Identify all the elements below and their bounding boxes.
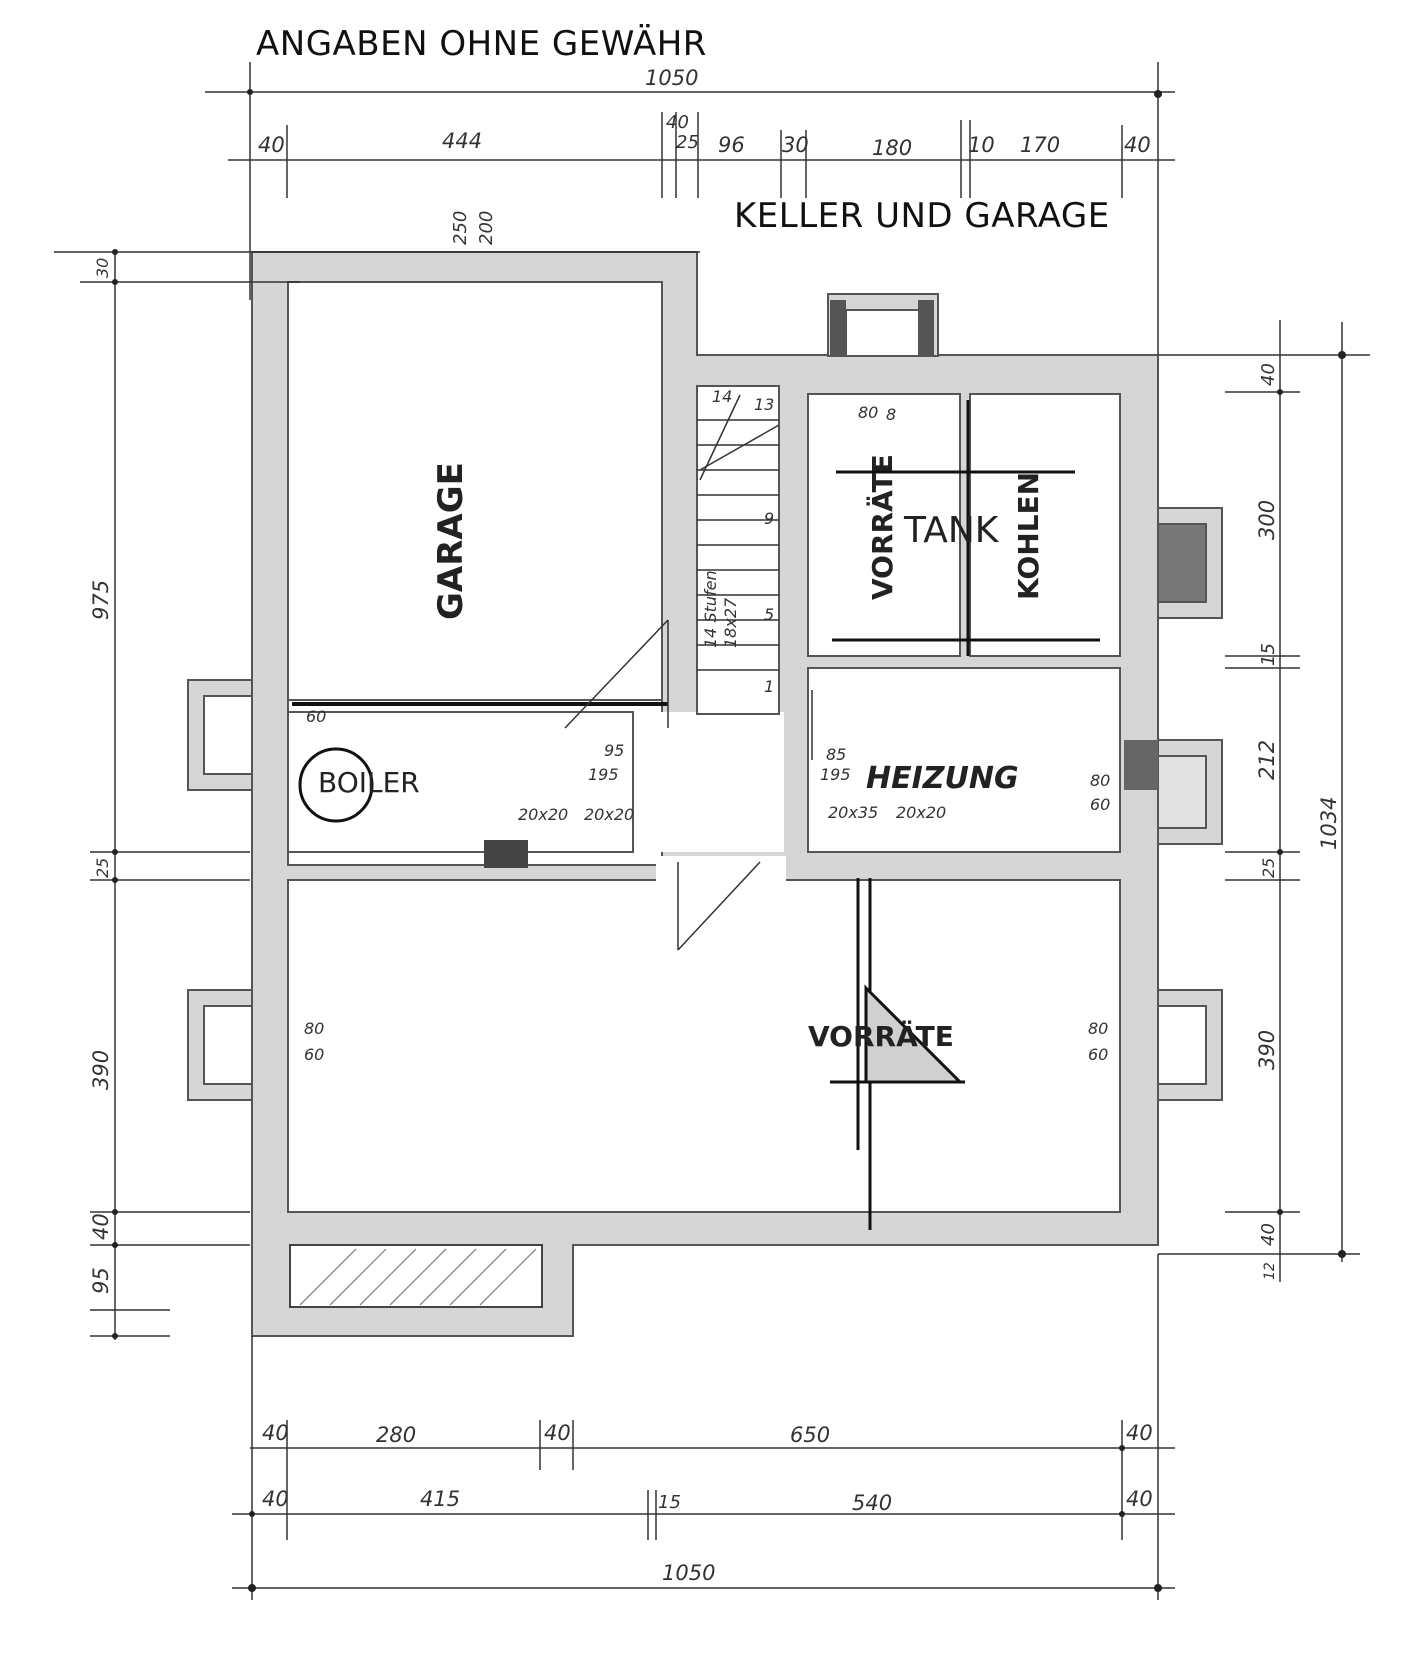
heizung-window-bottom: 60 bbox=[1090, 795, 1110, 814]
duct-3: 20x35 bbox=[828, 803, 878, 822]
dim-inner-top-1: 200 bbox=[476, 211, 497, 245]
room-vorrate-lower-label: VORRÄTE bbox=[808, 1019, 954, 1053]
room-vorrate-label: VORRÄTE bbox=[865, 454, 899, 600]
dim-bottom2-2: 15 bbox=[658, 1492, 681, 1513]
heizung-door-top: 85 bbox=[826, 745, 846, 764]
room-boiler-label: BOILER bbox=[318, 766, 420, 799]
dim-left-4: 95 bbox=[89, 1267, 113, 1294]
dim-right-7: 12 bbox=[1262, 1262, 1278, 1280]
dim-top-7: 10 bbox=[968, 133, 995, 157]
heizung-door-bottom: 195 bbox=[820, 765, 851, 784]
boiler-door-bottom: 195 bbox=[588, 765, 619, 784]
boiler-door-top: 95 bbox=[604, 741, 624, 760]
dim-inner-top-0: 250 bbox=[450, 211, 471, 245]
right-dimension-lines bbox=[1158, 320, 1370, 1282]
lower-room-markings bbox=[830, 878, 965, 1230]
stair-label-2: 18x27 bbox=[721, 597, 740, 648]
heizung-window-top: 80 bbox=[1090, 771, 1110, 790]
dim-bottom1-0: 40 bbox=[262, 1421, 289, 1445]
dim-right-total: 1034 bbox=[1317, 797, 1341, 850]
lower-right-window-top: 80 bbox=[1088, 1019, 1108, 1038]
dim-top-5: 30 bbox=[782, 133, 809, 157]
dim-left-0: 30 bbox=[93, 258, 112, 278]
stair-step-1: 1 bbox=[764, 677, 774, 696]
dim-left-3: 40 bbox=[89, 1213, 113, 1240]
tank-markings bbox=[832, 400, 1100, 656]
stair-label-1: 14 Stufen bbox=[701, 570, 720, 648]
lower-left-window-top: 80 bbox=[304, 1019, 324, 1038]
dim-right-4: 25 bbox=[1259, 858, 1278, 878]
dim-right-2: 15 bbox=[1258, 643, 1279, 666]
window-bays bbox=[187, 507, 1223, 1101]
room-tank-label: TANK bbox=[903, 510, 1000, 551]
dim-left-1: 25 bbox=[93, 858, 112, 878]
dim-top-0: 40 bbox=[258, 133, 285, 157]
dim-top-total: 1050 bbox=[645, 66, 698, 90]
disclaimer-heading: ANGABEN OHNE GEWÄHR bbox=[256, 24, 707, 64]
dim-top-1: 444 bbox=[442, 129, 482, 153]
bottom-dimension-lines bbox=[232, 1254, 1175, 1600]
boiler-circle bbox=[298, 747, 374, 823]
room-kohlen-label: KOHLEN bbox=[1012, 472, 1045, 600]
staircase bbox=[697, 394, 780, 671]
chimney bbox=[827, 293, 939, 357]
dim-bottom1-2: 40 bbox=[544, 1421, 571, 1445]
dim-right-0: 40 bbox=[1258, 363, 1279, 386]
dim-top-6: 180 bbox=[872, 136, 912, 160]
left-dimension-lines bbox=[54, 249, 700, 1340]
dim-bottom2-0: 40 bbox=[262, 1487, 289, 1511]
stair-step-14: 14 bbox=[712, 387, 732, 406]
duct-marker bbox=[484, 840, 528, 868]
dim-top-9: 40 bbox=[1124, 133, 1151, 157]
dim-top-3: 25 bbox=[676, 132, 699, 153]
lower-right-window-bottom: 60 bbox=[1088, 1045, 1108, 1064]
dim-left-total: 975 bbox=[89, 580, 113, 620]
room-heizung-label: HEIZUNG bbox=[866, 761, 1019, 796]
stair-step-9: 9 bbox=[764, 509, 774, 528]
dim-top-8: 170 bbox=[1020, 133, 1060, 157]
dim-right-1: 300 bbox=[1255, 500, 1279, 540]
top-dimension-lines bbox=[205, 62, 1175, 360]
duct-1: 20x20 bbox=[518, 805, 568, 824]
door-swings bbox=[564, 619, 813, 951]
dim-bottom1-1: 280 bbox=[376, 1423, 416, 1447]
dim-right-5: 390 bbox=[1255, 1030, 1279, 1070]
stair-step-13: 13 bbox=[754, 395, 774, 414]
dim-bottom-total: 1050 bbox=[662, 1561, 715, 1585]
room-garage-label: GARAGE bbox=[431, 462, 471, 620]
garage-sill: 60 bbox=[306, 707, 326, 726]
dim-bottom2-1: 415 bbox=[420, 1487, 460, 1511]
dim-right-6: 40 bbox=[1258, 1223, 1279, 1246]
dim-right-3: 212 bbox=[1255, 740, 1279, 780]
dim-top-4: 96 bbox=[718, 133, 745, 157]
duct-4: 20x20 bbox=[896, 803, 946, 822]
lower-left-window-bottom: 60 bbox=[304, 1045, 324, 1064]
dim-bottom2-4: 40 bbox=[1126, 1487, 1153, 1511]
duct-2: 20x20 bbox=[584, 805, 634, 824]
tank-window-top: 80 bbox=[858, 403, 878, 422]
plan-title: KELLER UND GARAGE bbox=[734, 196, 1110, 236]
tank-window-bottom: 8 bbox=[886, 405, 896, 424]
dim-left-2: 390 bbox=[89, 1050, 113, 1090]
dim-bottom2-3: 540 bbox=[852, 1491, 892, 1515]
stair-step-5: 5 bbox=[764, 605, 774, 624]
dim-bottom1-4: 40 bbox=[1126, 1421, 1153, 1445]
dim-top-2: 40 bbox=[666, 112, 689, 133]
dim-bottom1-3: 650 bbox=[790, 1423, 830, 1447]
